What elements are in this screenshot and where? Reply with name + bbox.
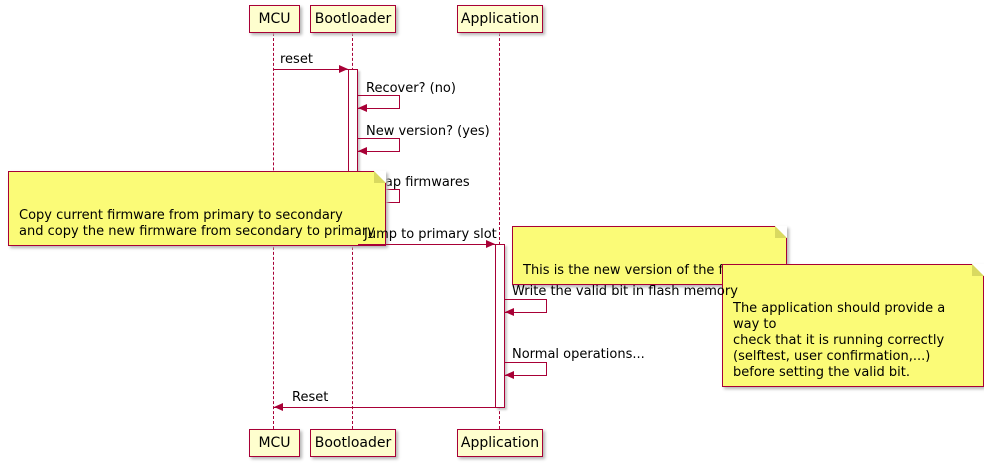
participant-mcu-top: MCU xyxy=(249,5,300,33)
note-new-firmware: This is the new version of the firmware xyxy=(512,226,788,285)
message-label-jump: Jump to primary slot xyxy=(364,227,497,242)
message-line-reset-return xyxy=(274,407,495,408)
participant-mcu-bottom: MCU xyxy=(249,429,300,457)
note-selftest-text: The application should provide a way to … xyxy=(733,301,946,380)
self-loop-normal-ops xyxy=(505,362,547,376)
message-label-new-version: New version? (yes) xyxy=(366,124,490,139)
note-fold-icon xyxy=(373,171,386,183)
participant-bootloader-bottom: Bootloader xyxy=(310,429,396,457)
participant-bootloader-label: Bootloader xyxy=(314,11,392,27)
participant-application-label: Application xyxy=(460,11,540,27)
participant-bootloader-label: Bootloader xyxy=(314,435,392,451)
participant-application-label: Application xyxy=(460,435,540,451)
lifeline-application xyxy=(499,33,500,429)
self-loop-recover xyxy=(358,95,400,109)
message-label-write-valid-bit: Write the valid bit in flash memory xyxy=(512,284,738,299)
arrowhead-right-icon xyxy=(486,240,495,248)
note-fold-icon xyxy=(775,226,788,238)
participant-application-top: Application xyxy=(457,5,543,33)
participant-mcu-label: MCU xyxy=(258,435,291,451)
arrowhead-left-icon xyxy=(358,147,367,155)
note-fold-icon xyxy=(972,264,984,276)
note-swap-firmware: Copy current firmware from primary to se… xyxy=(8,171,386,246)
arrowhead-left-icon xyxy=(358,104,367,112)
arrowhead-right-icon xyxy=(339,65,348,73)
participant-bootloader-top: Bootloader xyxy=(310,5,396,33)
message-label-reset-return: Reset xyxy=(292,390,329,405)
note-swap-firmware-text: Copy current firmware from primary to se… xyxy=(19,208,375,239)
participant-application-bottom: Application xyxy=(457,429,543,457)
message-label-normal-ops: Normal operations... xyxy=(512,347,645,362)
message-label-recover: Recover? (no) xyxy=(366,81,456,96)
arrowhead-left-icon xyxy=(505,371,514,379)
self-loop-write-valid-bit xyxy=(505,299,547,313)
activation-application xyxy=(495,244,505,408)
arrowhead-left-icon xyxy=(505,308,514,316)
message-label-reset: reset xyxy=(280,52,313,67)
self-loop-new-version xyxy=(358,138,400,152)
message-line-reset xyxy=(274,69,348,70)
participant-mcu-label: MCU xyxy=(258,11,291,27)
note-selftest: The application should provide a way to … xyxy=(722,264,984,387)
message-line-jump xyxy=(358,244,495,245)
message-label-swap: Swap firmwares xyxy=(366,175,470,190)
arrowhead-left-icon xyxy=(274,403,283,411)
